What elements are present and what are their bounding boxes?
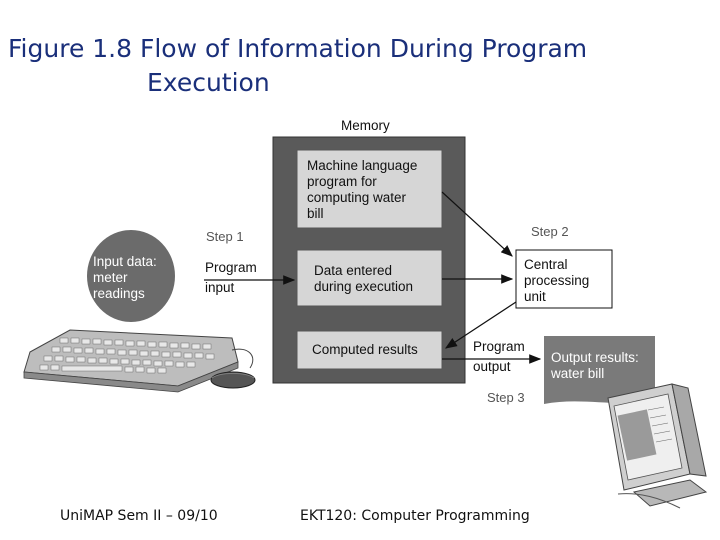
cpu-to-results-arrow	[444, 301, 517, 349]
data-entered-text: Data entered during execution	[314, 262, 413, 294]
input-data-text: Input data: meter readings	[93, 253, 161, 301]
cpu-text: Central processing unit	[524, 256, 594, 304]
monitor-icon	[607, 383, 708, 509]
step-2-label: Step 2	[531, 224, 569, 239]
output-results-banner	[544, 336, 655, 404]
footer-center-text: EKT120: Computer Programming	[300, 508, 530, 524]
program-to-cpu-arrow	[441, 191, 513, 257]
memory-label: Memory	[341, 118, 390, 133]
footer-left-text: UniMAP Sem II – 09/10	[60, 508, 218, 524]
machine-language-box	[296, 149, 443, 229]
computed-results-text: Computed results	[312, 342, 418, 357]
cpu-box	[515, 249, 613, 309]
machine-language-text: Machine language program for computing w…	[307, 157, 422, 221]
step-3-label: Step 3	[487, 390, 525, 405]
program-output-label: Program output	[473, 338, 529, 374]
title-line-2: Execution	[147, 68, 270, 97]
input-data-circle	[87, 230, 175, 322]
computed-results-box	[296, 330, 443, 370]
step-1-label: Step 1	[206, 229, 244, 244]
page-title: Figure 1.8 Flow of Information During Pr…	[8, 32, 587, 100]
data-entered-box	[296, 249, 443, 307]
mouse-icon	[210, 371, 256, 389]
keyboard-icon	[23, 329, 254, 393]
title-line-1: Figure 1.8 Flow of Information During Pr…	[8, 34, 588, 63]
program-input-label: Program input	[205, 259, 261, 295]
output-results-text: Output results: water bill	[550, 349, 643, 381]
